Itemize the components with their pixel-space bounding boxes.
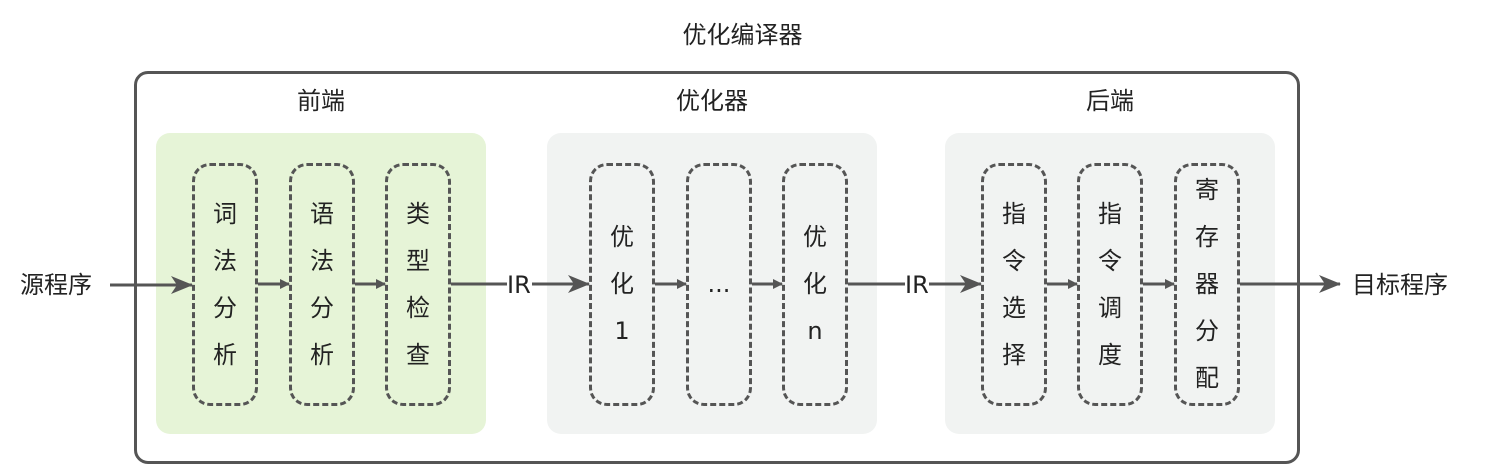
ir-label-left: IR — [507, 271, 531, 299]
frontend-panel — [156, 133, 486, 434]
stage-char: 语 — [310, 199, 334, 228]
stage-char: 析 — [310, 340, 334, 369]
stage-char: 调 — [1098, 293, 1122, 322]
stage-char: 析 — [213, 340, 237, 369]
frontend-title: 前端 — [297, 87, 345, 115]
ir-label-right: IR — [905, 271, 929, 299]
stage-char: 1 — [614, 317, 630, 345]
backend-title: 后端 — [1086, 87, 1134, 115]
compiler-frame — [134, 71, 1300, 464]
stage-char: 类 — [406, 199, 430, 228]
stage-register-allocation: 寄 存 器 分 配 — [1174, 163, 1240, 406]
stage-char: 选 — [1002, 293, 1026, 322]
stage-type-checking: 类 型 检 查 — [385, 163, 451, 406]
stage-char: 寄 — [1195, 176, 1219, 204]
stage-char: 分 — [1195, 317, 1219, 345]
stage-optimization-1: 优 化 1 — [589, 163, 655, 406]
stage-char: 指 — [1098, 199, 1122, 228]
stage-char: ... — [707, 270, 731, 298]
stage-char: 分 — [310, 293, 334, 322]
stage-char: 查 — [406, 340, 430, 369]
stage-char: 优 — [610, 223, 634, 251]
stage-instruction-selection: 指 令 选 择 — [981, 163, 1047, 406]
stage-char: 配 — [1195, 364, 1219, 392]
backend-panel — [945, 133, 1275, 434]
stage-char: 优 — [803, 223, 827, 251]
stage-char: 分 — [213, 293, 237, 322]
stage-optimization-ellipsis: ... — [686, 163, 752, 406]
stage-char: 度 — [1098, 340, 1122, 369]
stage-char: 型 — [406, 246, 430, 275]
stage-syntax-analysis: 语 法 分 析 — [289, 163, 355, 406]
stage-char: 法 — [213, 246, 237, 275]
stage-char: 词 — [213, 199, 237, 228]
diagram-title: 优化编译器 — [682, 21, 803, 49]
optimizer-title: 优化器 — [676, 87, 748, 115]
stage-lexical-analysis: 词 法 分 析 — [192, 163, 258, 406]
stage-instruction-scheduling: 指 令 调 度 — [1077, 163, 1143, 406]
stage-char: 令 — [1098, 246, 1122, 275]
stage-char: 指 — [1002, 199, 1026, 228]
stage-char: 器 — [1195, 270, 1219, 298]
stage-char: 化 — [803, 270, 827, 298]
stage-char: 令 — [1002, 246, 1026, 275]
stage-char: n — [807, 317, 823, 345]
stage-char: 检 — [406, 293, 430, 322]
stage-char: 化 — [610, 270, 634, 298]
input-label: 源程序 — [20, 271, 92, 299]
stage-char: 法 — [310, 246, 334, 275]
output-label: 目标程序 — [1352, 271, 1448, 299]
stage-optimization-n: 优 化 n — [782, 163, 848, 406]
stage-char: 存 — [1195, 223, 1219, 251]
optimizer-panel — [547, 133, 877, 434]
stage-char: 择 — [1002, 340, 1026, 369]
